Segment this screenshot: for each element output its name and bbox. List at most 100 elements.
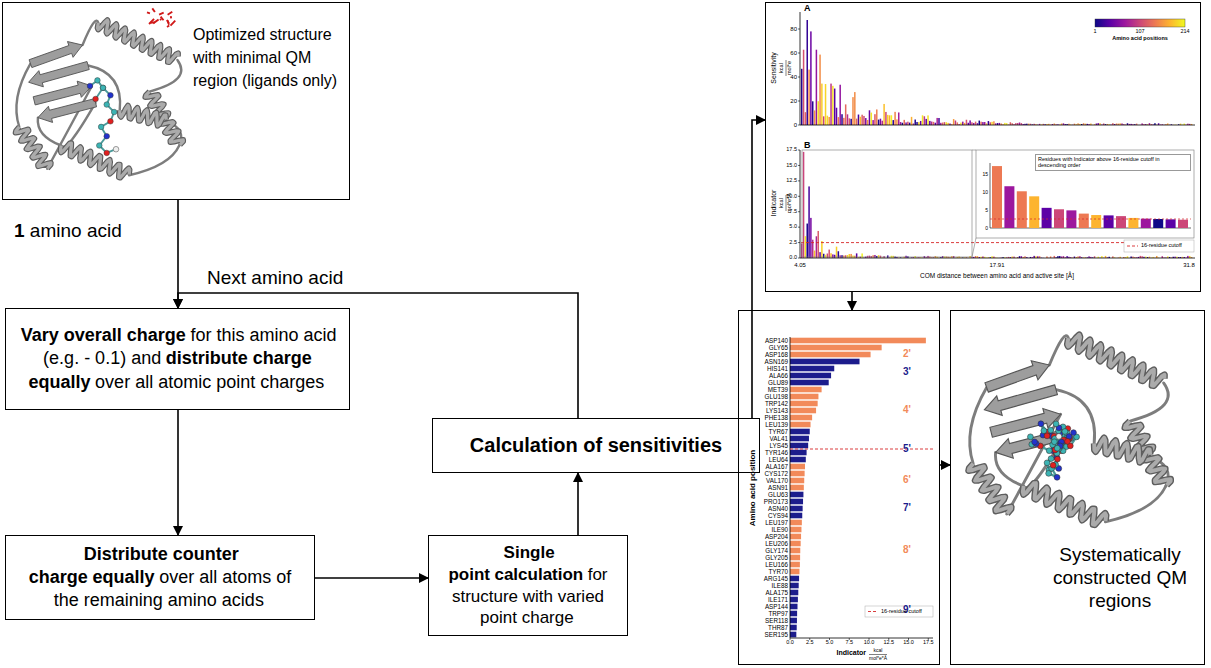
residue-label: ASP144 xyxy=(765,604,788,610)
residue-label: TYR146 xyxy=(765,450,788,456)
axis-title: Indicator xyxy=(836,649,866,656)
atom-ball xyxy=(100,85,106,91)
bar xyxy=(882,121,884,125)
ligand-stick xyxy=(167,20,169,24)
bar xyxy=(790,576,799,582)
bar xyxy=(1079,214,1089,228)
process-box: Distribute counter chargeequallyover all… xyxy=(5,535,315,620)
structure-panel: Optimized structure with minimal QM regi… xyxy=(2,2,350,200)
bar xyxy=(914,120,916,125)
axis-unit: kcal xyxy=(779,198,785,208)
bar xyxy=(790,618,797,624)
tick-label: 20 xyxy=(790,98,797,104)
bar xyxy=(922,115,924,125)
node-text: Systematically constructed QM regions xyxy=(1039,543,1201,612)
cutoff-line xyxy=(790,449,933,450)
bar xyxy=(827,254,829,259)
bar xyxy=(790,394,818,400)
tick-label: 10 xyxy=(982,190,988,195)
tick-label: 0 xyxy=(794,122,797,128)
tick-label: 5.0 xyxy=(826,640,834,646)
atom-ball xyxy=(1054,445,1060,451)
bar xyxy=(821,84,823,125)
bar xyxy=(993,121,995,125)
chart-sensitivity xyxy=(786,12,1195,258)
group-number: 7' xyxy=(903,503,911,513)
bar xyxy=(790,436,809,442)
text-block: Optimized structure with minimal QM regi… xyxy=(193,23,343,92)
bar xyxy=(812,101,814,125)
tick xyxy=(798,29,800,30)
bar xyxy=(803,152,805,258)
ligand-stick xyxy=(150,21,154,23)
residue-label: PHE138 xyxy=(765,415,788,421)
bar xyxy=(803,50,805,125)
bar xyxy=(1029,196,1039,228)
bar xyxy=(790,415,812,421)
bar xyxy=(790,352,871,358)
zoom-line xyxy=(972,238,976,257)
process-box: Calculation of sensitivities xyxy=(432,418,760,473)
bar xyxy=(790,373,831,379)
axis-title: Sensitivity xyxy=(770,52,777,84)
residue-label: ALA66 xyxy=(769,373,788,379)
bar xyxy=(911,117,913,125)
bar xyxy=(856,119,858,125)
bar xyxy=(808,70,810,125)
tick xyxy=(798,211,800,212)
axis xyxy=(990,163,991,228)
helix-ribbon xyxy=(120,106,167,126)
bar xyxy=(790,632,796,638)
axis-title: Indicator xyxy=(770,190,777,217)
edge-label: 1 amino acid xyxy=(14,221,122,240)
bar xyxy=(790,506,803,512)
bar xyxy=(849,254,851,258)
helix-ribbon xyxy=(15,127,50,169)
residue-label: LEU64 xyxy=(769,457,788,463)
helix-ribbon xyxy=(120,106,167,126)
bar xyxy=(878,255,880,258)
bar xyxy=(790,485,804,491)
bar xyxy=(790,366,834,372)
bar xyxy=(823,254,825,258)
residue-label: SER118 xyxy=(765,618,788,624)
bar xyxy=(801,69,803,125)
loop-coil xyxy=(1105,486,1165,522)
tick-label: 2.5 xyxy=(806,640,814,646)
tick-label: 17.91 xyxy=(989,262,1004,268)
bar xyxy=(900,122,902,125)
bar xyxy=(1128,218,1138,228)
helix-ribbon xyxy=(60,143,129,178)
loop-coil xyxy=(1130,383,1168,421)
bar xyxy=(790,520,802,526)
bar xyxy=(980,122,982,125)
tick-label: 5 xyxy=(985,208,988,213)
residue-label: THR87 xyxy=(768,625,788,631)
atom-ball xyxy=(104,150,110,156)
cutoff-line xyxy=(990,219,1191,220)
bar xyxy=(933,122,935,125)
tick xyxy=(798,242,800,243)
residue-label: ASN169 xyxy=(765,359,788,365)
bar xyxy=(843,118,845,125)
bar xyxy=(896,119,898,125)
bar xyxy=(790,597,798,603)
bar xyxy=(790,345,882,351)
loop-coil xyxy=(16,64,30,127)
axis-unit: mol*e*Å xyxy=(869,656,887,661)
bar xyxy=(790,555,800,561)
bar xyxy=(887,115,889,125)
bar xyxy=(839,255,841,258)
bar xyxy=(885,112,887,125)
bar xyxy=(817,231,819,258)
connector xyxy=(940,464,950,466)
bar xyxy=(790,464,805,470)
bar xyxy=(828,117,830,125)
tick-label: 12.5 xyxy=(786,178,797,184)
residue-label: TRP97 xyxy=(768,611,788,617)
tick-label: 15.0 xyxy=(903,640,914,646)
axis xyxy=(800,150,801,258)
atom-ball xyxy=(100,85,106,91)
bar xyxy=(790,583,799,589)
bar xyxy=(832,86,834,125)
